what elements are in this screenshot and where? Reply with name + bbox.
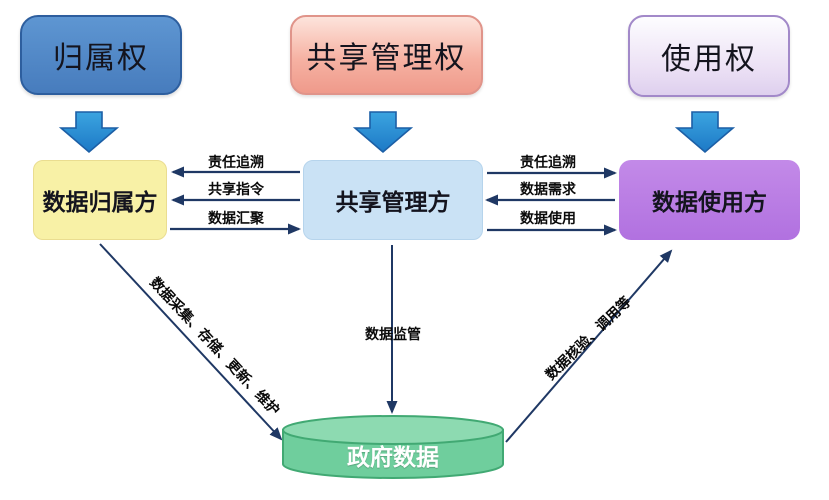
box-data-owner-party: 数据归属方	[33, 160, 167, 240]
label-share-instruction: 共享指令	[208, 181, 264, 197]
label-data-demand: 数据需求	[520, 181, 576, 197]
label-data-aggregation: 数据汇聚	[208, 210, 264, 226]
label-data-usage: 数据使用	[520, 210, 576, 226]
down-block-arrow-icon	[352, 111, 414, 154]
arrow-database-to-user	[505, 249, 673, 443]
database-label: 政府数据	[347, 444, 439, 470]
arrow-owner-to-database	[99, 243, 283, 441]
down-block-arrow-icon	[674, 111, 736, 154]
box-usage-right: 使用权	[628, 15, 790, 97]
box-data-user-party: 数据使用方	[619, 160, 800, 240]
box-ownership-right: 归属权	[20, 15, 182, 95]
database-cylinder	[282, 415, 504, 479]
box-share-management-right: 共享管理权	[290, 15, 483, 95]
label-data-supervision: 数据监管	[365, 326, 421, 342]
label-responsibility-trace-right: 责任追溯	[520, 154, 576, 170]
box-share-manager-party: 共享管理方	[303, 160, 483, 240]
label-responsibility-trace-left: 责任追溯	[208, 154, 264, 170]
down-block-arrow-icon	[58, 111, 120, 154]
